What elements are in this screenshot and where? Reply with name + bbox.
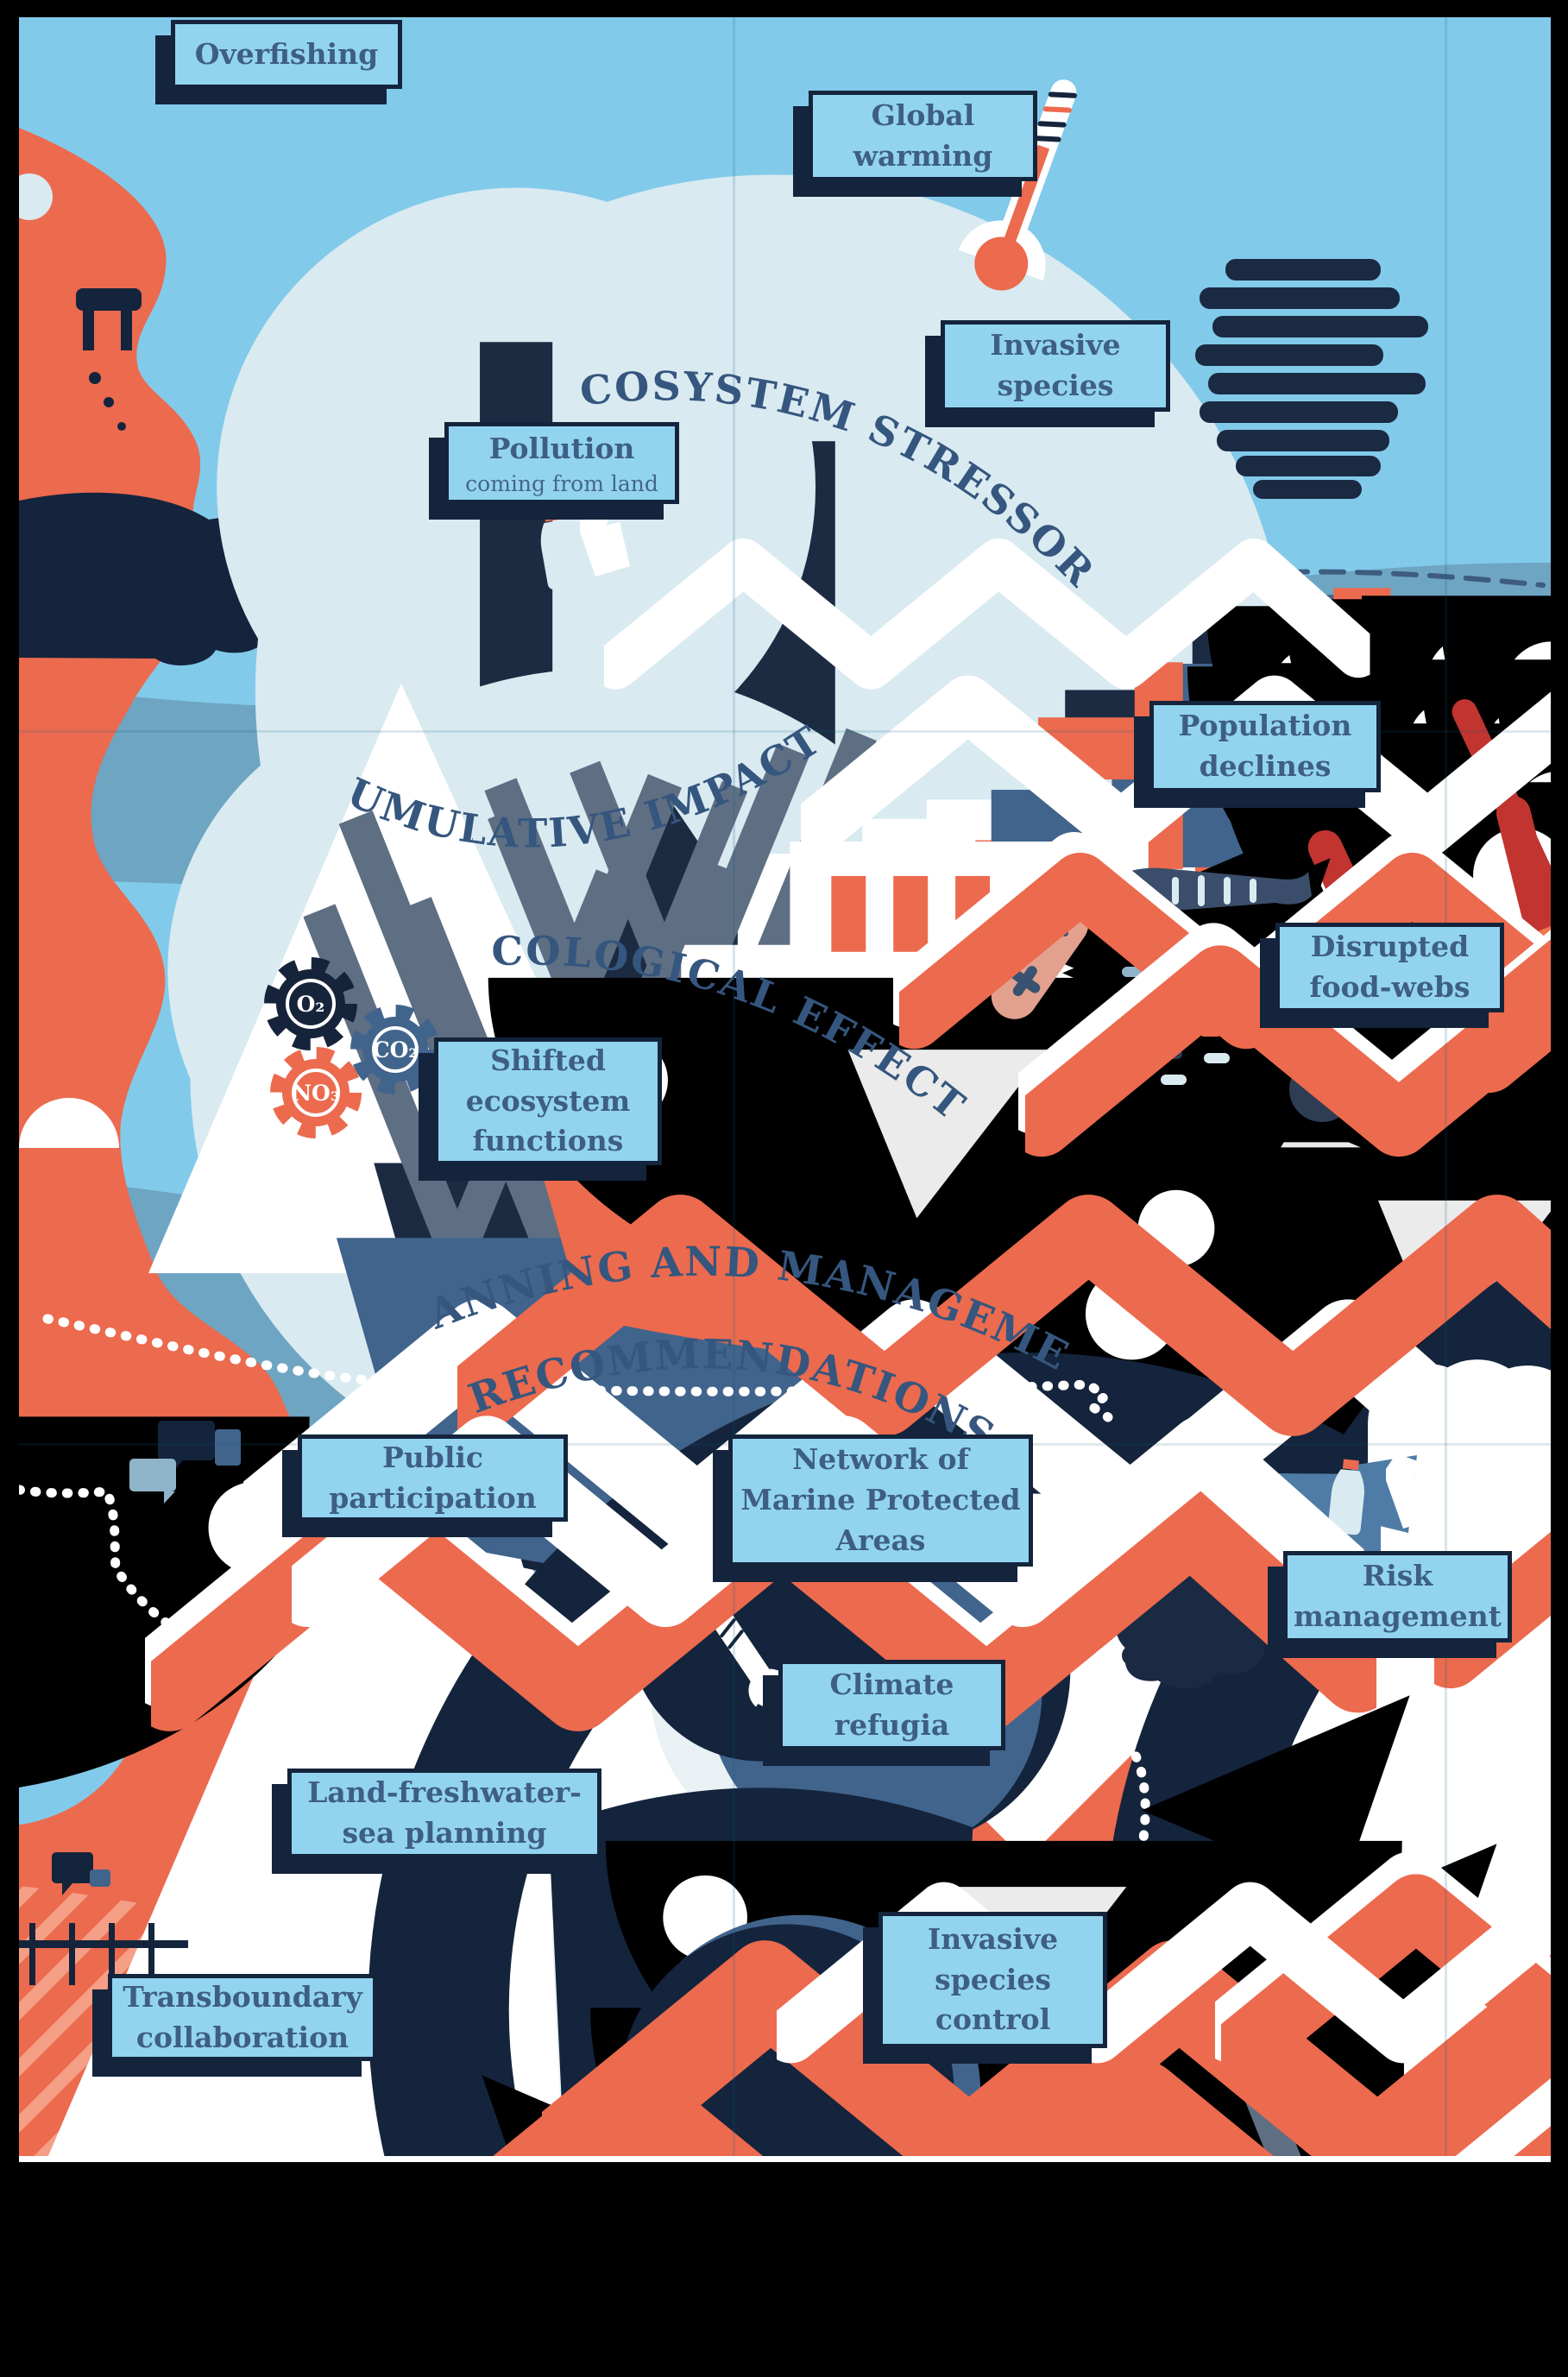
label-text: Public participation <box>329 1440 537 1515</box>
label-population-declines: Population declines <box>1149 701 1381 792</box>
plastic-bag-icon <box>1386 1453 1441 1529</box>
fold-line <box>19 730 1551 733</box>
label-text: Global warming <box>853 98 993 173</box>
label-subtext: coming from land <box>465 470 658 496</box>
gear-no3-icon: NO₃ <box>270 1047 362 1138</box>
fence-icon <box>19 1923 188 1985</box>
label-text: Land-freshwater- sea planning <box>307 1775 582 1850</box>
label-text: Overfishing <box>194 36 379 71</box>
label-text: Network of Marine Protected Areas <box>740 1442 1021 1557</box>
gear-co2-icon: CO₂ <box>350 1005 440 1094</box>
label-invasive-species-control: Invasive species control <box>878 1912 1107 2048</box>
plastic-bottle-icon <box>1327 1459 1364 1535</box>
label-risk-management: Risk management <box>1283 1551 1512 1642</box>
sewage-pipe-icon <box>76 288 142 431</box>
fold-line <box>733 17 735 2162</box>
label-disrupted-food-webs: Disrupted food-webs <box>1275 923 1504 1012</box>
label-text: Pollution <box>488 432 635 466</box>
speech-bubbles-icon <box>129 1421 241 1504</box>
plastic-bottle-icon <box>540 509 581 590</box>
label-text: Invasive species control <box>927 1921 1059 2037</box>
label-invasive-species: Invasive species <box>941 320 1170 412</box>
label-text: Risk management <box>1294 1559 1502 1633</box>
label-text: Population declines <box>1178 709 1352 783</box>
gear-co2-label: CO₂ <box>373 1037 419 1062</box>
gear-o2-label: O₂ <box>297 992 325 1017</box>
label-land-freshwater-sea-planning: Land-freshwater- sea planning <box>287 1769 601 1858</box>
gear-no3-label: NO₃ <box>292 1081 340 1106</box>
label-pollution: Pollution coming from land <box>444 422 679 504</box>
tree-icon <box>19 173 53 220</box>
label-climate-refugia: Climate refugia <box>778 1660 1005 1750</box>
dome-rock <box>19 1098 119 1148</box>
gear-o2-icon: O₂ <box>264 957 357 1050</box>
label-text: Invasive species <box>990 328 1121 402</box>
label-text: Transboundary collaboration <box>123 1979 362 2054</box>
label-shifted-ecosystem-functions: Shifted ecosystem functions <box>434 1037 662 1165</box>
label-transboundary-collaboration: Transboundary collaboration <box>108 1974 377 2061</box>
label-layer: Overfishing Global warming Invasive spec… <box>19 17 1551 2162</box>
label-public-participation: Public participation <box>298 1434 568 1522</box>
label-global-warming: Global warming <box>809 91 1037 181</box>
speech-bubbles-icon <box>52 1852 110 1895</box>
label-network-mpa: Network of Marine Protected Areas <box>728 1434 1033 1567</box>
bottom-edge <box>19 2156 1551 2162</box>
fold-line <box>1445 17 1447 2162</box>
label-text: Disrupted food-webs <box>1309 930 1470 1004</box>
dark-reef-icon <box>1195 259 1428 499</box>
label-text: Shifted ecosystem functions <box>465 1043 631 1158</box>
marine-ecosystem-poster: CO₂ O₂ NO₃ <box>19 17 1551 2162</box>
plastic-bag-icon <box>580 508 630 577</box>
label-overfishing: Overfishing <box>171 20 402 89</box>
label-text: Climate refugia <box>829 1667 954 1742</box>
